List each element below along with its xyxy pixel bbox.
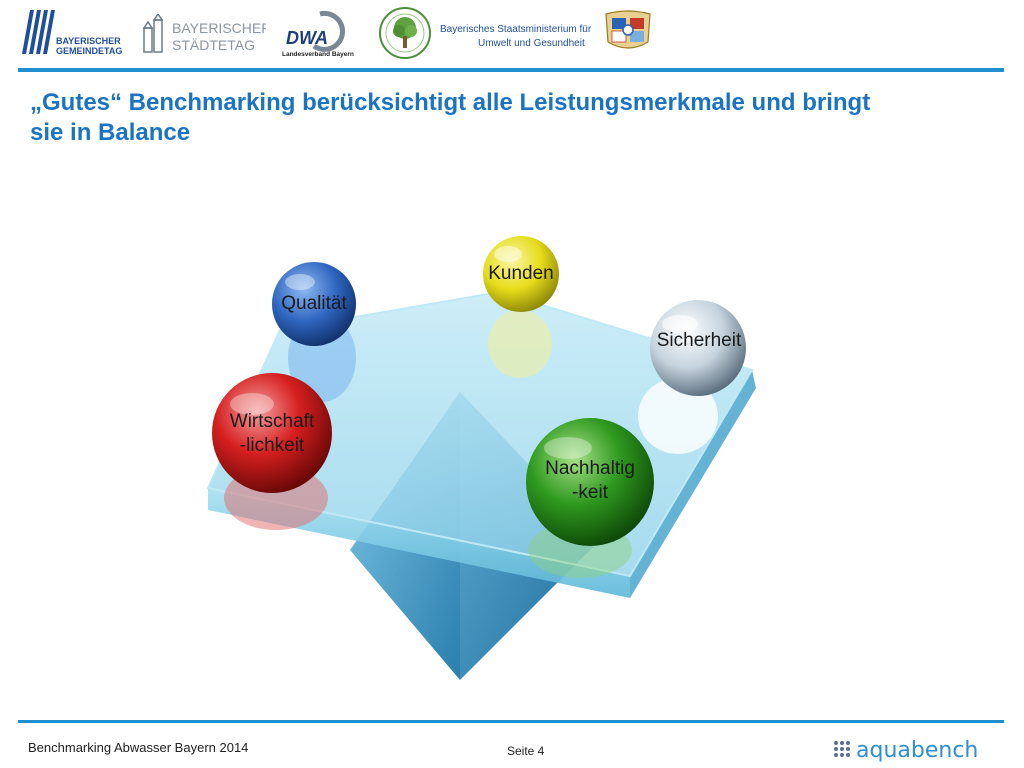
sicherheit-label: Sicherheit	[644, 329, 754, 353]
footer-rule	[18, 720, 1004, 723]
sicherheit-label-line-1: Sicherheit	[656, 330, 742, 351]
wirtschaftlichkeit-label-line-2: -lichkeit	[239, 435, 305, 456]
kunden-highlight	[494, 246, 522, 262]
staedtetag-line2: STÄDTETAG	[172, 37, 255, 53]
aquabench-logo: aquabench	[834, 738, 978, 763]
balance-illustration	[206, 236, 756, 680]
qualitaet-highlight	[285, 274, 315, 290]
staatsministerium-logo: Bayerisches Staatsministerium für Umwelt…	[440, 24, 592, 49]
nachhaltigkeit-ball	[526, 418, 654, 546]
kunden-reflection	[488, 310, 552, 378]
sicherheit-highlight	[662, 315, 698, 333]
balance-diagram: Kunden Qualität Sicherheit Wirtschaft -l…	[190, 220, 780, 690]
nachhaltigkeit-label: Nachhaltig -keit	[530, 457, 650, 505]
qualitaet-ball	[272, 262, 356, 346]
ministry-line2: Umwelt und Gesundheit	[478, 38, 585, 49]
gemeindetag-line2: GEMEINDETAG	[56, 46, 122, 56]
kunden-ball	[483, 236, 559, 312]
logo-bar: BAYERISCHER GEMEINDETAG BAYERISCHER STÄD…	[0, 0, 1024, 66]
nachhaltigkeit-highlight	[544, 437, 592, 459]
gemeindetag-line1: BAYERISCHER	[56, 36, 121, 46]
page-number: Seite 4	[507, 744, 545, 758]
bayerischer-gemeindetag-logo: BAYERISCHER GEMEINDETAG	[22, 10, 122, 56]
ministry-line1: Bayerisches Staatsministerium für	[440, 24, 592, 35]
qualitaet-label-line-1: Qualität	[281, 293, 347, 314]
dwa-sub: Landesverband Bayern	[282, 51, 354, 58]
nachhaltigkeit-label-line-1: Nachhaltig	[545, 458, 635, 479]
slide-title: „Gutes“ Benchmarking berücksichtigt alle…	[30, 88, 990, 148]
lebensministerium-tree-seal	[379, 7, 431, 59]
bayerischer-staedtetag-logo: BAYERISCHER STÄDTETAG	[142, 14, 266, 53]
dwa-logo: DWA Landesverband Bayern	[282, 10, 354, 58]
aquabench-wordmark: aquabench	[856, 738, 978, 763]
header-rule	[18, 68, 1004, 72]
slide-title-line-2: sie in Balance	[30, 119, 191, 146]
bavarian-coat-of-arms	[605, 10, 651, 49]
wirtschaftlichkeit-label-line-1: Wirtschaft	[229, 411, 315, 432]
wirtschaftlichkeit-highlight	[230, 393, 274, 415]
kunden-label: Kunden	[471, 262, 571, 286]
qualitaet-label: Qualität	[264, 292, 364, 316]
footer-text: Benchmarking Abwasser Bayern 2014	[28, 740, 249, 755]
wirtschaftlichkeit-label: Wirtschaft -lichkeit	[212, 410, 332, 458]
sicherheit-reflection	[638, 378, 718, 454]
dwa-name: DWA	[286, 28, 328, 48]
kunden-label-line-1: Kunden	[488, 263, 554, 284]
nachhaltigkeit-label-line-2: -keit	[572, 482, 608, 503]
platform-right-edge	[630, 370, 756, 598]
slide-title-line-1: „Gutes“ Benchmarking berücksichtigt alle…	[30, 89, 871, 116]
wirtschaftlichkeit-ball	[212, 373, 332, 493]
aquabench-dots-icon	[834, 741, 850, 757]
staedtetag-line1: BAYERISCHER	[172, 20, 266, 36]
